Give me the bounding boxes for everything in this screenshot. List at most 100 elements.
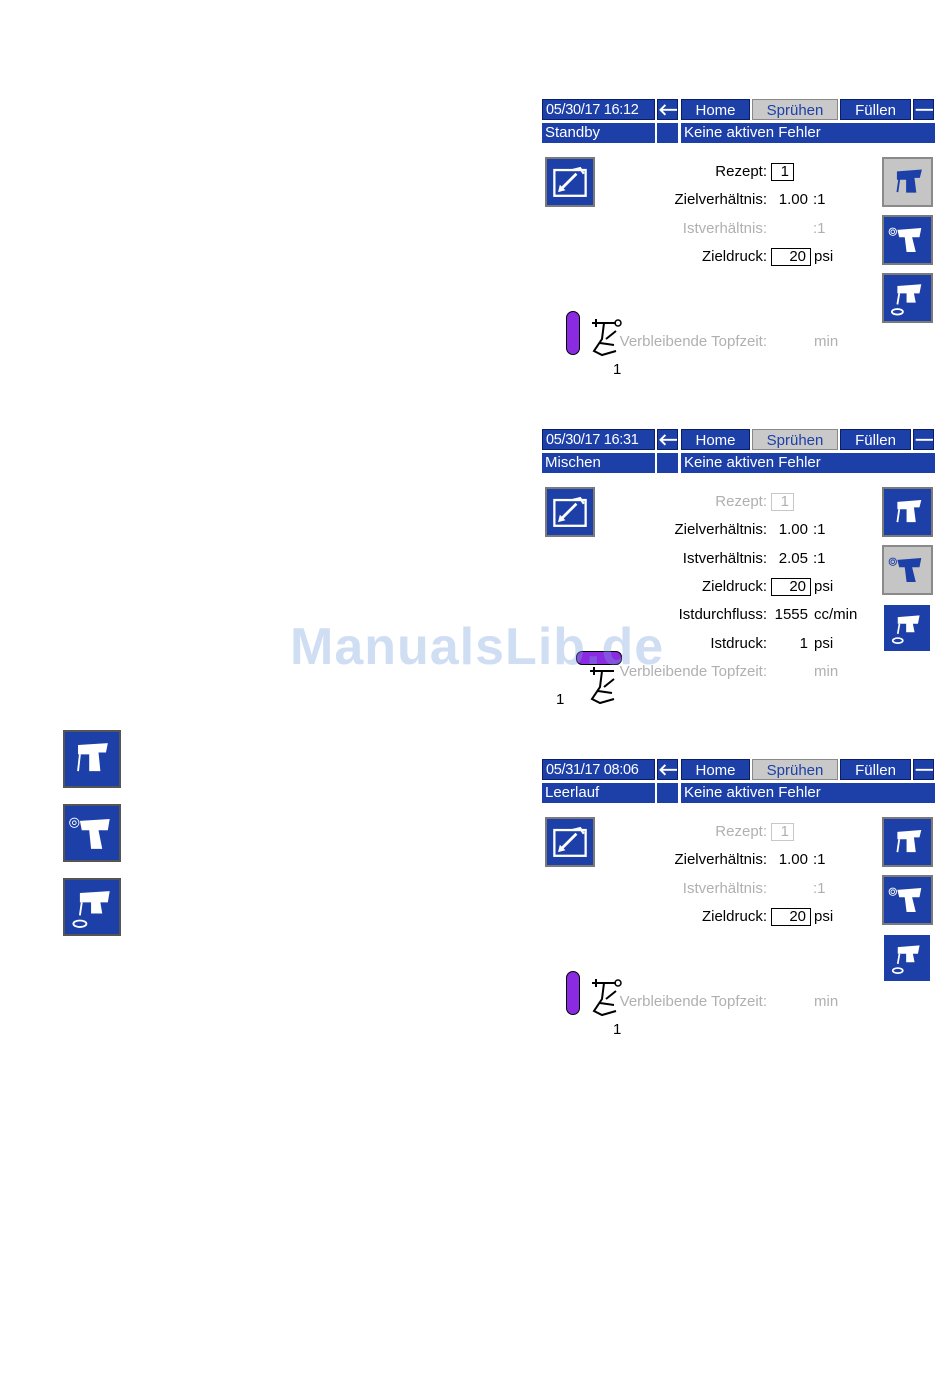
tab-next-arrow[interactable]: 🡒 xyxy=(913,759,934,780)
screen-idle: 05/31/17 08:06 🡐 Home Sprühen Füllen 🡒 L… xyxy=(542,759,935,1059)
edit-button[interactable] xyxy=(545,817,595,867)
recipe-label: Rezept: xyxy=(715,163,767,180)
gun-standby-icon xyxy=(896,830,922,853)
gun-spray-icon xyxy=(888,887,922,912)
target-ratio-value: 1.00 xyxy=(778,851,808,868)
actual-ratio-value: 2.05 xyxy=(778,550,808,567)
pot-life-label: Verbleibende Topfzeit: xyxy=(619,993,767,1010)
datetime: 05/31/17 08:06 xyxy=(542,759,655,780)
actual-flow-value: 1555 xyxy=(774,606,808,623)
status-spacer xyxy=(657,123,678,143)
tab-spray[interactable]: Sprühen xyxy=(752,429,838,450)
gun-spray-icon xyxy=(888,557,922,582)
spray-gun-icon xyxy=(592,319,622,357)
gun-flush-icon xyxy=(891,615,920,644)
tab-fill[interactable]: Füllen xyxy=(840,99,911,120)
tab-prev-arrow[interactable]: 🡐 xyxy=(657,759,678,780)
gun-number: 1 xyxy=(613,361,622,378)
tab-fill[interactable]: Füllen xyxy=(840,429,911,450)
spray-mode-button[interactable] xyxy=(882,545,933,595)
target-pressure-label: Zieldruck: xyxy=(701,578,767,595)
actual-ratio-label: Istverhältnis: xyxy=(682,550,767,567)
spray-gun-icon xyxy=(592,979,622,1017)
legend-flush-icon xyxy=(63,878,121,936)
gun-flush-icon xyxy=(890,284,922,316)
pot-tube-icon xyxy=(576,651,622,665)
tab-home[interactable]: Home xyxy=(681,99,750,120)
tab-home[interactable]: Home xyxy=(681,759,750,780)
target-pressure-unit: psi xyxy=(814,578,834,595)
target-pressure-unit: psi xyxy=(814,248,834,265)
tab-spray[interactable]: Sprühen xyxy=(752,99,838,120)
edit-button[interactable] xyxy=(545,157,595,207)
status-spacer xyxy=(657,453,678,473)
target-pressure-label: Zieldruck: xyxy=(701,908,767,925)
flush-mode-button[interactable] xyxy=(884,605,930,651)
watermark: ManualsLib.de xyxy=(290,618,665,676)
gun-number: 1 xyxy=(613,1021,622,1038)
target-ratio-unit: :1 xyxy=(813,851,826,868)
error-text: Keine aktiven Fehler xyxy=(681,453,935,473)
screen-standby: 05/30/17 16:12 🡐 Home Sprühen Füllen 🡒 S… xyxy=(542,99,935,399)
tab-next-arrow[interactable]: 🡒 xyxy=(913,99,934,120)
datetime: 05/30/17 16:31 xyxy=(542,429,655,450)
actual-ratio-unit: :1 xyxy=(813,550,826,567)
legend-spray-icon xyxy=(63,804,121,862)
actual-ratio-unit: :1 xyxy=(813,220,826,237)
actual-pressure-value: 1 xyxy=(799,635,808,652)
edit-icon xyxy=(553,166,587,197)
actual-pressure-label: Istdruck: xyxy=(710,635,767,652)
edit-button[interactable] xyxy=(545,487,595,537)
standby-mode-button[interactable] xyxy=(882,157,933,207)
gun-number: 1 xyxy=(556,691,565,708)
standby-mode-button[interactable] xyxy=(882,817,933,867)
tab-next-arrow[interactable]: 🡒 xyxy=(913,429,934,450)
pot-life-label: Verbleibende Topfzeit: xyxy=(619,333,767,350)
target-ratio-label: Zielverhältnis: xyxy=(674,521,767,538)
flush-mode-button[interactable] xyxy=(884,935,930,981)
actual-flow-unit: cc/min xyxy=(814,606,858,623)
recipe-field[interactable]: 1 xyxy=(771,163,794,181)
legend-standby-icon xyxy=(63,730,121,788)
tab-prev-arrow[interactable]: 🡐 xyxy=(657,429,678,450)
flush-mode-button[interactable] xyxy=(882,273,933,323)
screen-mix: 05/30/17 16:31 🡐 Home Sprühen Füllen 🡒 M… xyxy=(542,429,935,729)
target-ratio-value: 1.00 xyxy=(778,521,808,538)
tab-prev-arrow[interactable]: 🡐 xyxy=(657,99,678,120)
standby-mode-button[interactable] xyxy=(882,487,933,537)
target-ratio-unit: :1 xyxy=(813,521,826,538)
gun-standby-icon xyxy=(896,500,922,523)
spray-mode-button[interactable] xyxy=(882,215,933,265)
gun-standby-icon xyxy=(896,169,922,193)
tab-home[interactable]: Home xyxy=(681,429,750,450)
status-spacer xyxy=(657,783,678,803)
edit-icon xyxy=(553,496,587,527)
spray-gun-icon xyxy=(590,667,615,705)
gun-spray-icon xyxy=(888,227,922,252)
target-pressure-field[interactable]: 20 xyxy=(771,908,811,926)
target-ratio-unit: :1 xyxy=(813,191,826,208)
status-text: Mischen xyxy=(542,453,655,473)
status-text: Leerlauf xyxy=(542,783,655,803)
status-text: Standby xyxy=(542,123,655,143)
spray-mode-button[interactable] xyxy=(882,875,933,925)
gun-flush-icon xyxy=(891,945,920,974)
actual-pressure-unit: psi xyxy=(814,635,834,652)
pot-life-unit: min xyxy=(814,993,839,1010)
datetime: 05/30/17 16:12 xyxy=(542,99,655,120)
pot-life-label: Verbleibende Topfzeit: xyxy=(619,663,767,680)
error-text: Keine aktiven Fehler xyxy=(681,123,935,143)
pot-tube-icon xyxy=(566,971,580,1015)
target-pressure-unit: psi xyxy=(814,908,834,925)
pot-life-unit: min xyxy=(814,663,839,680)
error-text: Keine aktiven Fehler xyxy=(681,783,935,803)
tab-spray[interactable]: Sprühen xyxy=(752,759,838,780)
target-pressure-field[interactable]: 20 xyxy=(771,248,811,266)
recipe-label: Rezept: xyxy=(715,493,767,510)
tab-fill[interactable]: Füllen xyxy=(840,759,911,780)
target-ratio-label: Zielverhältnis: xyxy=(674,191,767,208)
actual-flow-label: Istdurchfluss: xyxy=(678,606,767,623)
actual-ratio-label: Istverhältnis: xyxy=(682,220,767,237)
target-pressure-field[interactable]: 20 xyxy=(771,578,811,596)
target-ratio-value: 1.00 xyxy=(778,191,808,208)
